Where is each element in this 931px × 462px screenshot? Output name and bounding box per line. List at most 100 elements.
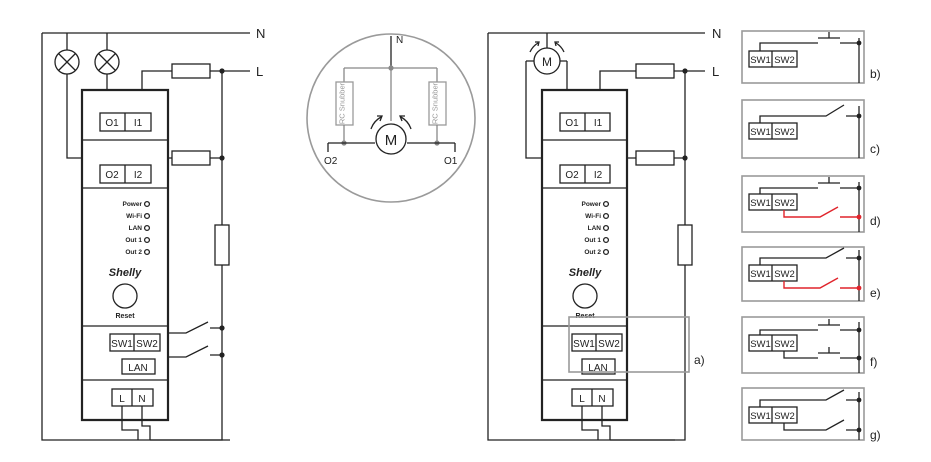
led-power-icon — [143, 200, 151, 208]
motor-right-label: M — [542, 55, 552, 69]
pushbutton-icon — [759, 177, 859, 194]
switch-2-icon — [163, 345, 222, 358]
terminal-sw2-right: SW2 — [598, 339, 620, 350]
lamp-1-icon — [54, 49, 80, 75]
terminal-sw1-right: SW1 — [573, 339, 595, 350]
motor-label: M — [385, 132, 398, 149]
led-out1-icon — [143, 236, 151, 244]
led-label-lan-right: LAN — [588, 225, 602, 232]
toggle-switch-red-icon — [783, 277, 859, 289]
shelly-device-right: O1 I1 O2 I2 Power Wi-Fi LAN Out 1 Out 2 … — [540, 88, 629, 422]
neutral-label-right: N — [712, 26, 721, 41]
pushbutton-icon — [759, 32, 859, 51]
svg-text:SW2: SW2 — [774, 127, 795, 138]
led-wifi-icon — [143, 212, 151, 220]
variant-a-frame — [568, 316, 690, 373]
led-out2-icon — [143, 248, 151, 256]
fuse-3-icon — [214, 224, 230, 266]
variant-c-label: c) — [870, 142, 880, 156]
motor-snubber-inset: N RC Snubber RC Snubber M O2 O1 — [306, 33, 476, 203]
terminal-o2-right: O2 — [565, 170, 579, 181]
snubber-label-right: RC Snubber — [431, 82, 440, 124]
fuse-right-2-icon — [635, 150, 675, 166]
svg-text:SW1: SW1 — [750, 127, 771, 138]
switch-1-icon — [163, 321, 222, 334]
lamp-wiring-diagram: N L — [41, 26, 265, 441]
led-label-power: Power — [122, 201, 142, 208]
svg-text:SW2: SW2 — [774, 55, 795, 66]
terminal-n: N — [138, 394, 145, 405]
fuse-right-1-icon — [635, 63, 675, 79]
snubber-label-left: RC Snubber — [338, 82, 347, 124]
terminal-sw2: SW2 — [136, 339, 158, 350]
terminal-sw1: SW1 — [111, 339, 133, 350]
led-lan-icon — [143, 224, 151, 232]
led-power-right-icon — [602, 200, 610, 208]
variant-c-panel: SW1 SW2 c) — [741, 99, 880, 159]
led-out1-right-icon — [602, 236, 610, 244]
fuse-1-icon — [171, 63, 211, 79]
led-label-out1-right: Out 1 — [584, 237, 601, 244]
svg-text:SW1: SW1 — [750, 269, 771, 280]
reset-button-icon — [112, 283, 138, 309]
svg-text:SW2: SW2 — [774, 339, 795, 350]
svg-text:SW2: SW2 — [774, 198, 795, 209]
toggle-switch-red-icon — [783, 206, 859, 218]
line-label: L — [256, 64, 263, 79]
led-label-lan: LAN — [129, 225, 143, 232]
variant-a-label: a) — [694, 353, 705, 367]
motor-icon — [375, 123, 407, 155]
terminal-o1: O1 — [105, 118, 119, 129]
variant-b-label: b) — [870, 67, 881, 81]
svg-text:SW1: SW1 — [750, 339, 771, 350]
led-label-power-right: Power — [581, 201, 601, 208]
terminal-i1-right: I1 — [594, 118, 603, 129]
variant-d-label: d) — [870, 214, 881, 228]
variant-e-label: e) — [870, 286, 881, 300]
terminal-i2-right: I2 — [594, 170, 603, 181]
shelly-device-left: O1 I1 O2 I2 Power Wi-Fi LAN Out 1 Out 2 … — [80, 88, 170, 422]
terminal-i2: I2 — [134, 170, 143, 181]
svg-text:SW1: SW1 — [750, 411, 771, 422]
terminal-i1: I1 — [134, 118, 143, 129]
inset-o1-label: O1 — [444, 156, 458, 167]
toggle-switch-1-icon — [759, 389, 859, 407]
lan-port: LAN — [128, 363, 147, 374]
terminal-l-right: L — [579, 394, 585, 405]
inset-neutral-label: N — [396, 35, 403, 46]
reset-button-right-icon — [572, 283, 598, 309]
neutral-label: N — [256, 26, 265, 41]
pushbutton-1-icon — [759, 319, 859, 335]
led-label-wifi-right: Wi-Fi — [585, 213, 601, 220]
svg-text:SW1: SW1 — [750, 198, 771, 209]
terminal-o1-right: O1 — [565, 118, 579, 129]
fuse-right-3-icon — [677, 224, 693, 266]
led-label-out2: Out 2 — [125, 249, 142, 256]
led-label-wifi: Wi-Fi — [126, 213, 142, 220]
reset-label: Reset — [115, 313, 135, 320]
fuse-2-icon — [171, 150, 211, 166]
rotation-arrow-left-icon — [370, 116, 382, 130]
inset-o2-label: O2 — [324, 156, 338, 167]
lamp-2-icon — [94, 49, 120, 75]
variant-d-panel: SW1 SW2 d) — [741, 175, 881, 233]
variant-e-panel: SW1 SW2 e) — [741, 246, 881, 302]
led-wifi-right-icon — [602, 212, 610, 220]
brand-logo: Shelly — [109, 267, 142, 279]
led-label-out2-right: Out 2 — [584, 249, 601, 256]
variant-f-label: f) — [870, 355, 877, 369]
terminal-n-right: N — [598, 394, 605, 405]
svg-text:SW1: SW1 — [750, 55, 771, 66]
toggle-switch-icon — [759, 104, 859, 123]
variant-f-panel: SW1 SW2 f) — [741, 316, 877, 374]
led-out2-right-icon — [602, 248, 610, 256]
svg-text:SW2: SW2 — [774, 411, 795, 422]
variant-b-panel: SW1 SW2 b) — [741, 30, 881, 84]
switch-variants: SW1 SW2 b) SW1 SW2 c) SW1 SW2 — [741, 30, 881, 442]
led-label-out1: Out 1 — [125, 237, 142, 244]
led-lan-right-icon — [602, 224, 610, 232]
line-label-right: L — [712, 64, 719, 79]
pushbutton-2-icon — [783, 347, 859, 359]
svg-text:SW2: SW2 — [774, 269, 795, 280]
